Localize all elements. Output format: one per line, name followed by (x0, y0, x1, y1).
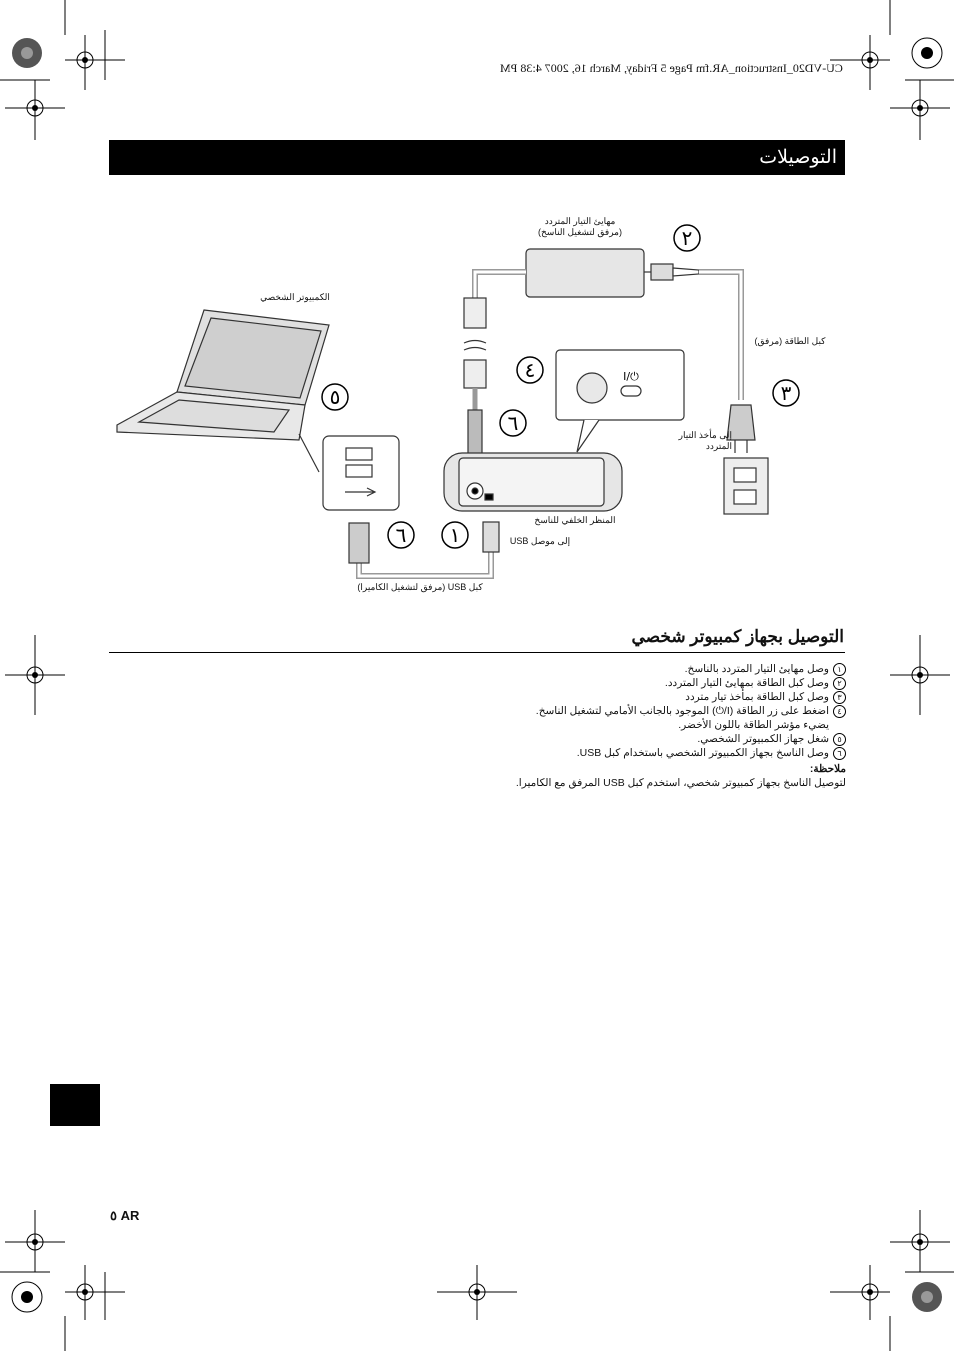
svg-text:٢: ٢ (682, 226, 693, 250)
power-indicator (620, 385, 642, 397)
label-ac-adapter: مهايئ التيار المتردد (مرفق لتشغيل الناسخ… (537, 216, 622, 237)
label-computer: الكمبيوتر الشخصي (260, 292, 330, 302)
label-to-usb: إلى موصل USB (509, 536, 571, 546)
label-to-outlet: إلى مأخذ التيار المتردد (678, 430, 732, 451)
heading-rule (109, 652, 845, 653)
note-text: لتوصيل الناسخ بجهاز كمبيوتر شخصي، استخدم… (515, 777, 846, 789)
page-number: ٥ AR (110, 1208, 140, 1223)
callout-5: ٥ (321, 383, 349, 411)
print-header-line: CU-VD20_Instruction_AR.fm Page 5 Friday,… (500, 61, 843, 75)
callout-1: ١ (441, 521, 469, 549)
laptop-computer (116, 309, 330, 473)
wall-plug (726, 404, 756, 441)
label-power-cord: كبل الطاقة (مرفق) (754, 336, 826, 346)
ac-adapter (525, 248, 645, 298)
step-4-note: يضيء مؤشر الطاقة باللون الأخضر. (678, 719, 829, 731)
wall-outlet (723, 457, 769, 515)
callout-2: ٢ (673, 224, 701, 252)
label-usb-cable: كبل USB (مرفق لتشغيل الكاميرا) (357, 582, 483, 592)
callout-6-device: ٦ (499, 409, 527, 437)
callout-6-cable: ٦ (387, 521, 415, 549)
power-symbol: I/⏻ (623, 370, 639, 383)
svg-text:١: ١ (450, 523, 461, 547)
note-title: ملاحظة: (809, 763, 846, 775)
connection-diagram: ١ ٢ ٣ ٤ ٥ ٦ ٦ I/⏻ (116, 224, 800, 579)
adapter-plug (650, 263, 674, 281)
section-title-bar: التوصيلات (109, 140, 845, 175)
svg-text:٣: ٣ (781, 381, 792, 405)
svg-text:٦: ٦ (396, 523, 407, 547)
callout-4: ٤ (516, 356, 544, 384)
svg-text:٦: ٦ (508, 411, 519, 435)
connect-heading: التوصيل بجهاز كمبيوتر شخصي (631, 627, 844, 646)
svg-text:٤: ٤ (525, 358, 536, 382)
side-tab (50, 1084, 100, 1126)
section-title: التوصيلات (759, 147, 837, 168)
label-rear-panel: المنظر الخلفي للناسخ (534, 515, 616, 525)
front-panel-zoom (555, 349, 685, 421)
power-button (576, 372, 608, 404)
callout-3: ٣ (772, 379, 800, 407)
svg-text:٥: ٥ (330, 385, 341, 409)
